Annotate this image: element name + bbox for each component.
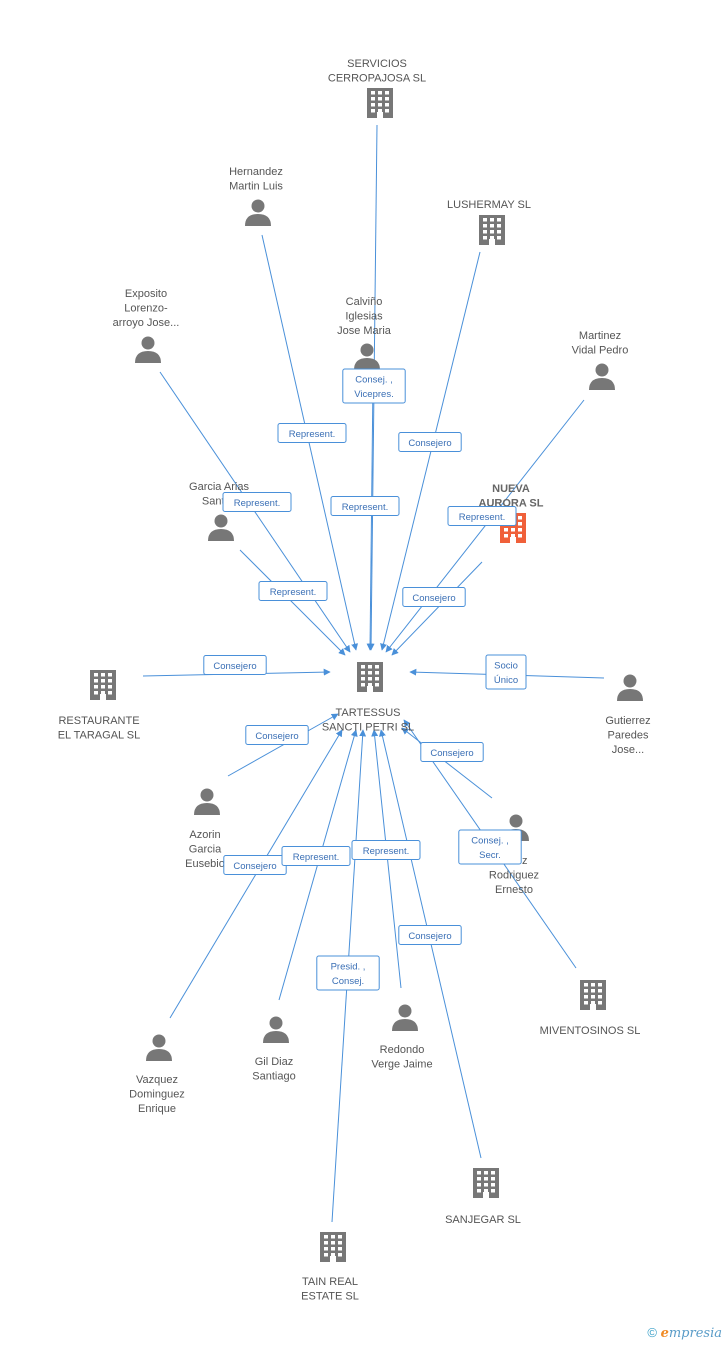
- brand-footer[interactable]: © empresia: [647, 1325, 722, 1341]
- person-icon: [245, 199, 271, 226]
- person-icon: [208, 514, 234, 541]
- node-lushermay[interactable]: LUSHERMAY SL: [447, 199, 531, 245]
- svg-text:Represent.: Represent.: [289, 429, 335, 440]
- svg-text:Presid. ,Consej.: Presid. ,Consej.: [331, 961, 366, 987]
- svg-text:Represent.: Represent.: [363, 846, 409, 857]
- edge-label-exposito: Represent.: [222, 492, 292, 512]
- svg-text:Consej. ,Vicepres.: Consej. ,Vicepres.: [354, 374, 393, 400]
- person-icon: [589, 363, 615, 390]
- person-icon: [617, 674, 643, 701]
- edge-label-servicios: Consej. ,Vicepres.: [342, 368, 406, 404]
- edge-label-garcia_arias: Represent.: [258, 581, 328, 601]
- svg-text:Represent.: Represent.: [293, 852, 339, 863]
- copyright-icon: ©: [647, 1325, 657, 1340]
- svg-text:Consejero: Consejero: [412, 593, 455, 604]
- edge-label-hernandez: Represent.: [277, 423, 347, 443]
- svg-text:Represent.: Represent.: [459, 512, 505, 523]
- svg-text:Consejero: Consejero: [255, 731, 298, 742]
- edge-label-lushermay: Consejero: [398, 432, 462, 452]
- edge-label-gil_diaz: Represent.: [281, 846, 351, 866]
- edge-label-miventosinos: Consej. ,Secr.: [458, 829, 522, 865]
- edge-nueva_aurora: [391, 561, 483, 656]
- svg-text:Consejero: Consejero: [408, 931, 451, 942]
- edge-label-redondo: Represent.: [351, 840, 421, 860]
- edge-labels-layer: Consej. ,Vicepres.Represent.ConsejeroRep…: [203, 368, 527, 991]
- svg-text:Represent.: Represent.: [342, 502, 388, 513]
- node-label: MIVENTOSINOS SL: [540, 1025, 641, 1037]
- building-icon: [90, 670, 116, 700]
- svg-text:Represent.: Represent.: [270, 587, 316, 598]
- svg-text:Consejero: Consejero: [430, 748, 473, 759]
- person-icon: [263, 1016, 289, 1043]
- edge-rodriguez: [401, 727, 493, 799]
- svg-text:Represent.: Represent.: [234, 498, 280, 509]
- svg-text:Consejero: Consejero: [213, 661, 256, 672]
- edge-label-martinez: Represent.: [447, 506, 517, 526]
- person-icon: [354, 343, 380, 370]
- building-icon: [320, 1232, 346, 1262]
- building-icon: [357, 662, 383, 692]
- building-icon: [479, 215, 505, 245]
- brand-logo-letter: e: [660, 1326, 669, 1341]
- edge-label-tain: Presid. ,Consej.: [316, 955, 380, 991]
- person-icon: [392, 1004, 418, 1031]
- node-miventosinos[interactable]: MIVENTOSINOS SL: [540, 980, 641, 1037]
- node-label: LUSHERMAY SL: [447, 199, 531, 211]
- edge-label-sanjegar: Consejero: [398, 925, 462, 945]
- node-sanjegar[interactable]: SANJEGAR SL: [445, 1168, 521, 1226]
- brand-logo-text: mpresia: [668, 1326, 722, 1341]
- svg-text:Consejero: Consejero: [408, 438, 451, 449]
- edge-label-nueva_aurora: Consejero: [402, 587, 466, 607]
- edge-label-calvino: Represent.: [330, 496, 400, 516]
- edge-label-azorin: Consejero: [245, 725, 309, 745]
- edge-label-vazquez: Consejero: [223, 855, 287, 875]
- edge-garcia_arias: [239, 549, 346, 656]
- person-icon: [194, 788, 220, 815]
- building-icon: [473, 1168, 499, 1198]
- person-icon: [135, 336, 161, 363]
- node-label: SANJEGAR SL: [445, 1214, 521, 1226]
- edge-label-restaurante: Consejero: [203, 655, 267, 675]
- svg-text:Consejero: Consejero: [233, 861, 276, 872]
- edge-label-rodriguez: Consejero: [420, 742, 484, 762]
- building-icon: [367, 88, 393, 118]
- person-icon: [146, 1034, 172, 1061]
- svg-text:Consej. ,Secr.: Consej. ,Secr.: [471, 835, 509, 861]
- building-icon: [580, 980, 606, 1010]
